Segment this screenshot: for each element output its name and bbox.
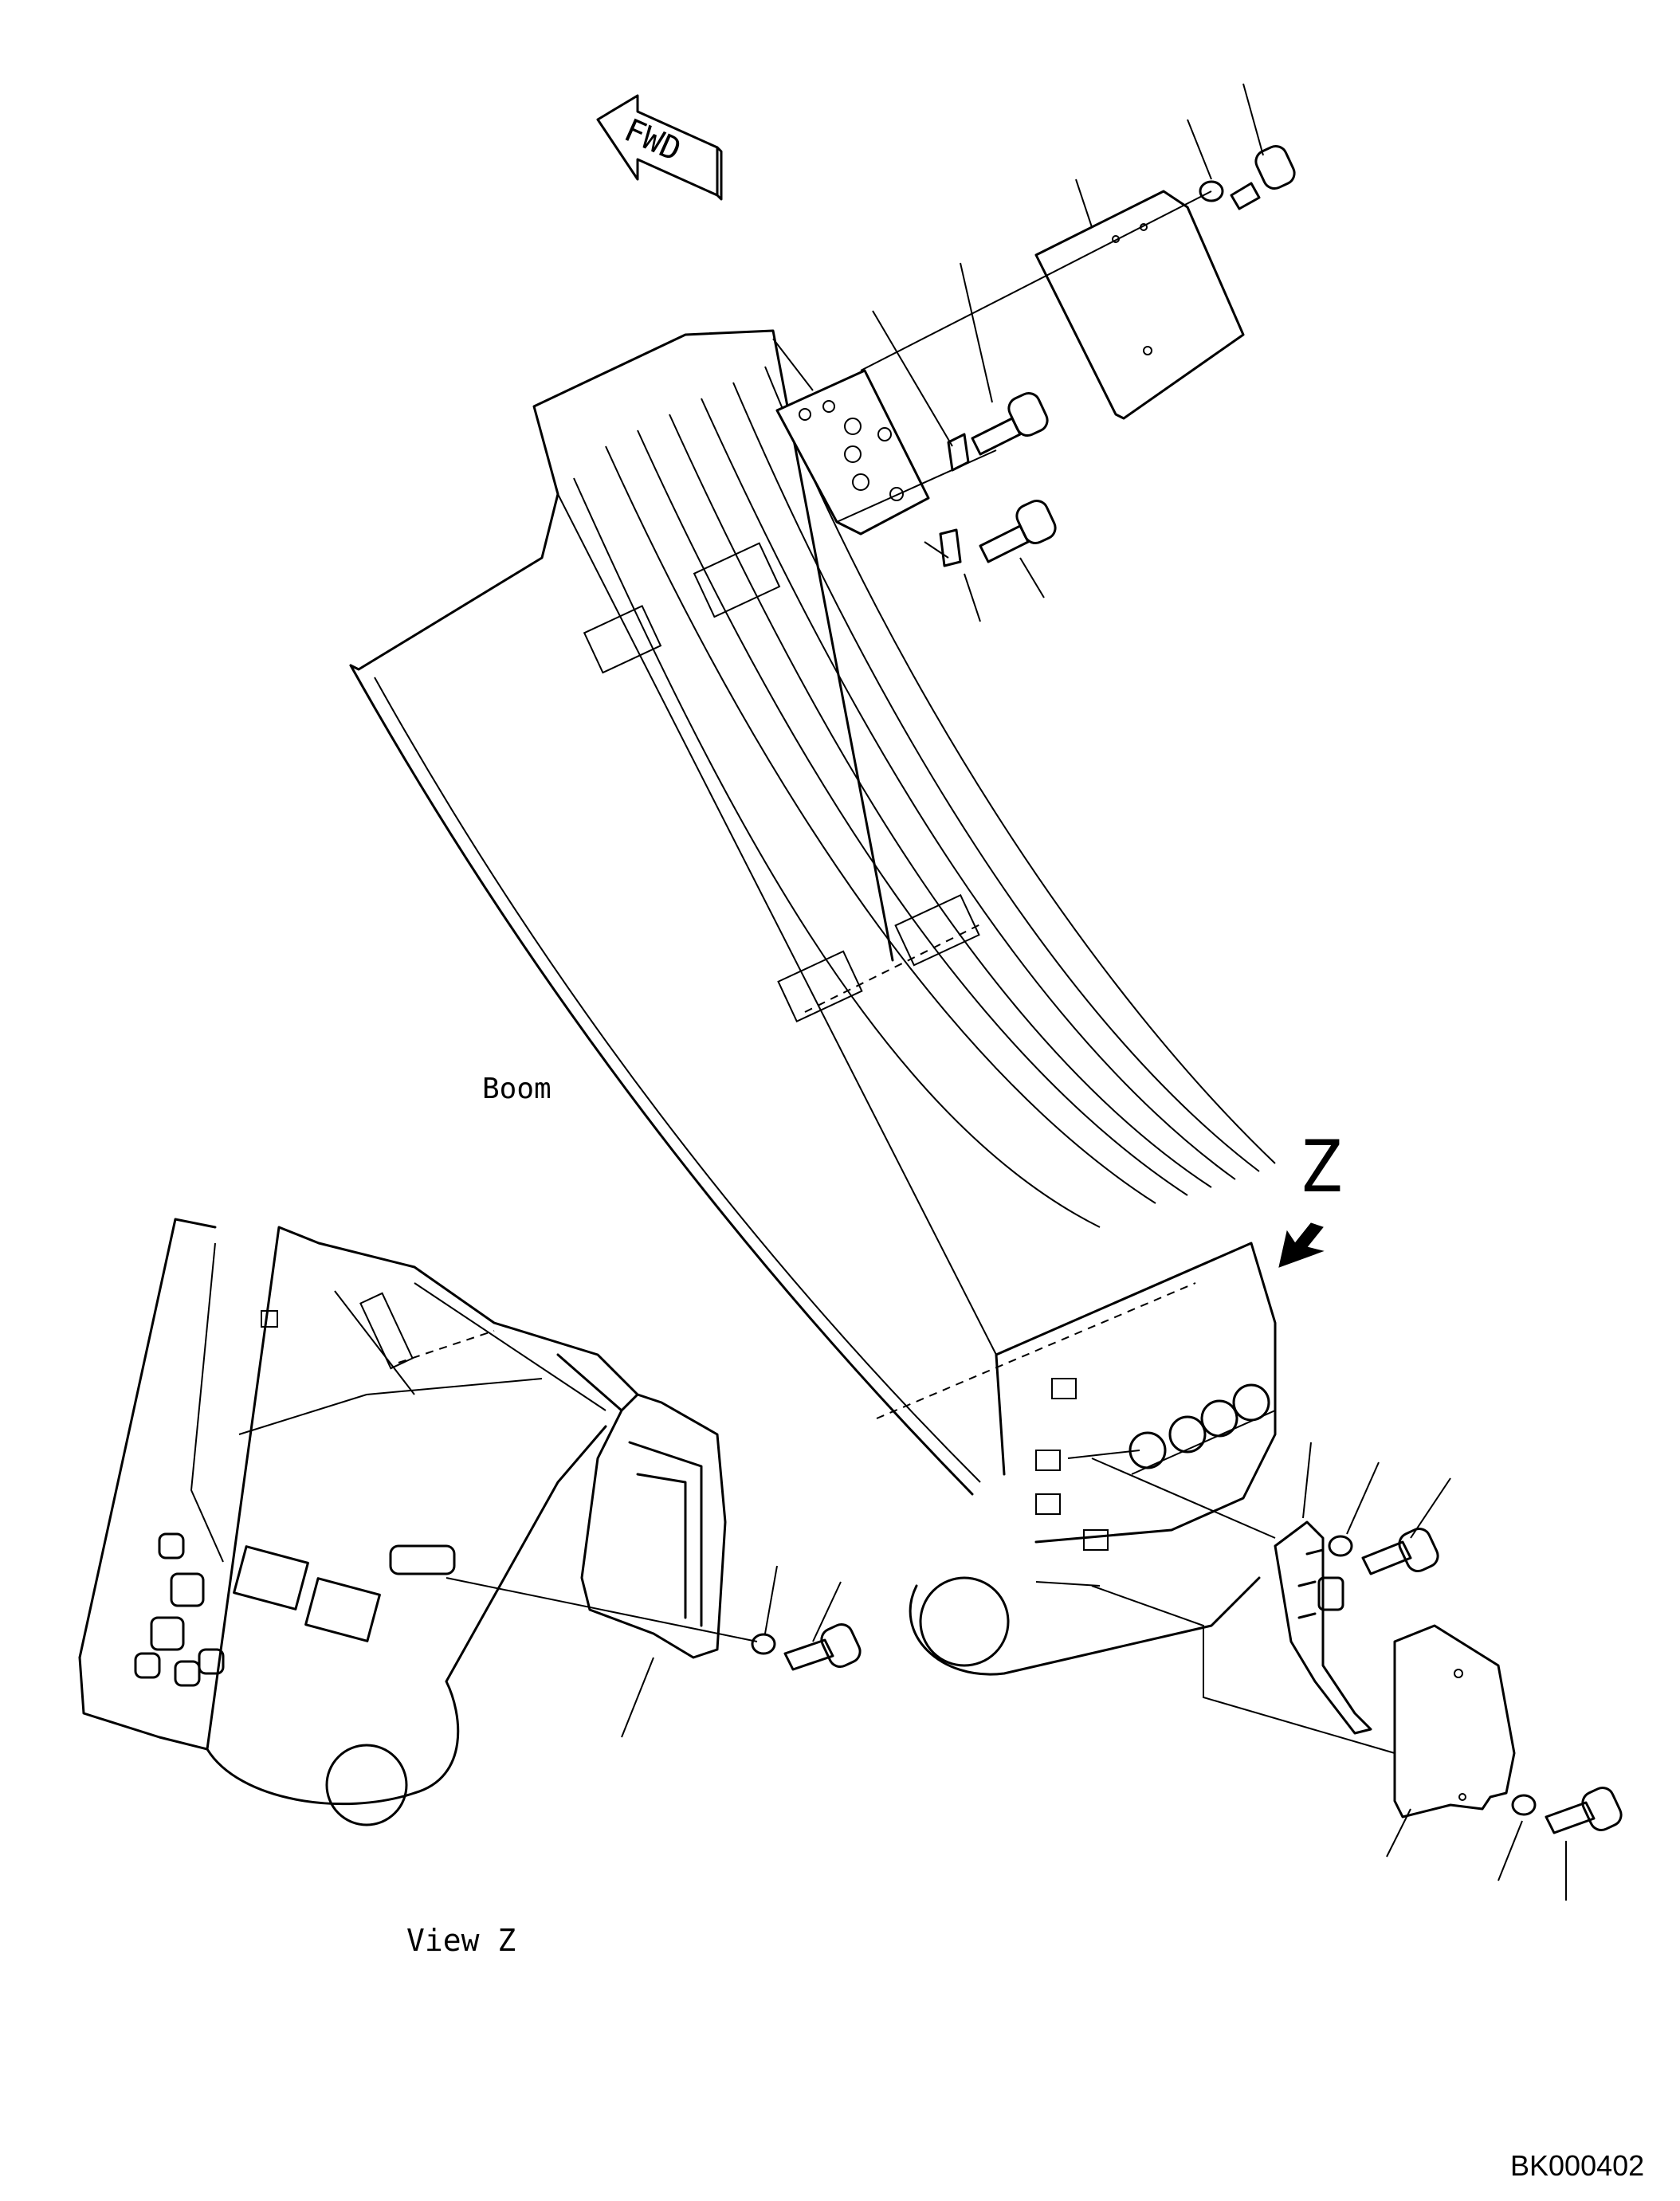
upper-cover (1034, 190, 1245, 420)
boom-label: Boom (482, 1073, 551, 1105)
upper-leaders (772, 83, 1264, 622)
view-marker-label: Z (1299, 1125, 1342, 1209)
fwd-arrow-icon: FWD (596, 94, 723, 201)
view-z-arrow-icon (1278, 1222, 1325, 1268)
hose-fittings (1035, 1383, 1276, 1587)
lower-right-fasteners (1091, 1442, 1623, 1901)
lower-right-cover (1393, 1624, 1516, 1818)
upper-fasteners (836, 144, 1296, 567)
boom-body (349, 329, 1277, 1676)
drawing-number: BK000402 (1510, 2149, 1644, 2182)
view-z-caption: View Z (406, 1923, 516, 1958)
upper-bracket (775, 369, 930, 536)
lower-right-bracket (1274, 1520, 1372, 1735)
view-z-inset (78, 1218, 862, 1826)
